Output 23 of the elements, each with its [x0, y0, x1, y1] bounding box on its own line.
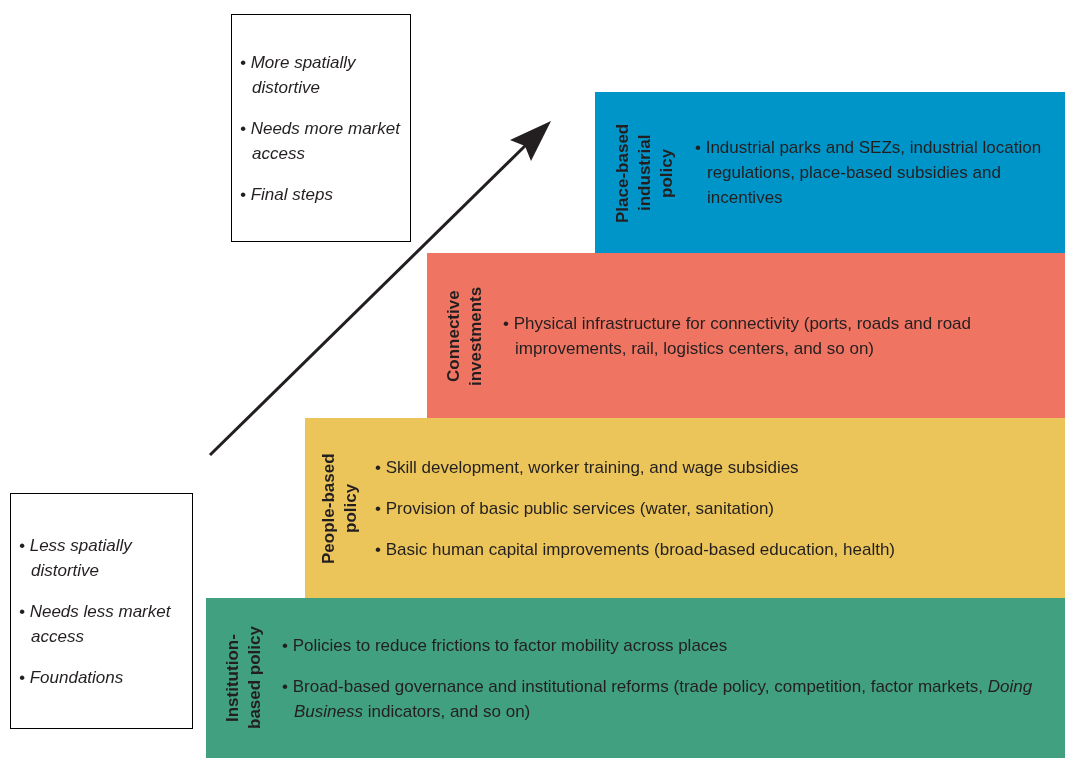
step-title: Institution-based policy	[222, 625, 265, 732]
note-item: • Needs more market access	[240, 117, 400, 165]
step-item: • Provision of basic public services (water, sanitation)	[375, 497, 775, 520]
step-item: • Skill development, worker training, and wage subsidies	[375, 456, 800, 479]
policy-step	[206, 598, 1065, 758]
note-box	[10, 493, 193, 729]
note-item: • Needs less market access	[19, 600, 172, 648]
step-item: • Broad-based governance and institutional reforms (trade policy, competition, factor markets, Doing Business indicators, and so on)	[282, 675, 1034, 723]
note-item: • Final steps	[240, 183, 334, 206]
policy-step	[427, 253, 1065, 418]
note-item: • Less spatially distortive	[19, 534, 134, 582]
note-item: • More spatially distortive	[240, 51, 357, 99]
step-item: • Industrial parks and SEZs, industrial location regulations, place-based subsidies and incentives	[695, 137, 1043, 209]
note-item: • Foundations	[19, 666, 125, 689]
policy-step	[595, 92, 1065, 253]
step-item: • Basic human capital improvements (broad-based education, health)	[375, 538, 896, 561]
step-item: • Physical infrastructure for connectivity (ports, roads and road improvements, rail, logistics centers, and so on)	[503, 312, 972, 360]
step-title: Place-based industrial policy	[612, 121, 677, 225]
step-title: People-based policy	[318, 451, 361, 566]
step-item: • Policies to reduce frictions to factor mobility across places	[282, 634, 729, 657]
step-title: Connective investments	[443, 284, 486, 388]
note-box	[231, 14, 411, 242]
policy-step	[305, 418, 1065, 598]
